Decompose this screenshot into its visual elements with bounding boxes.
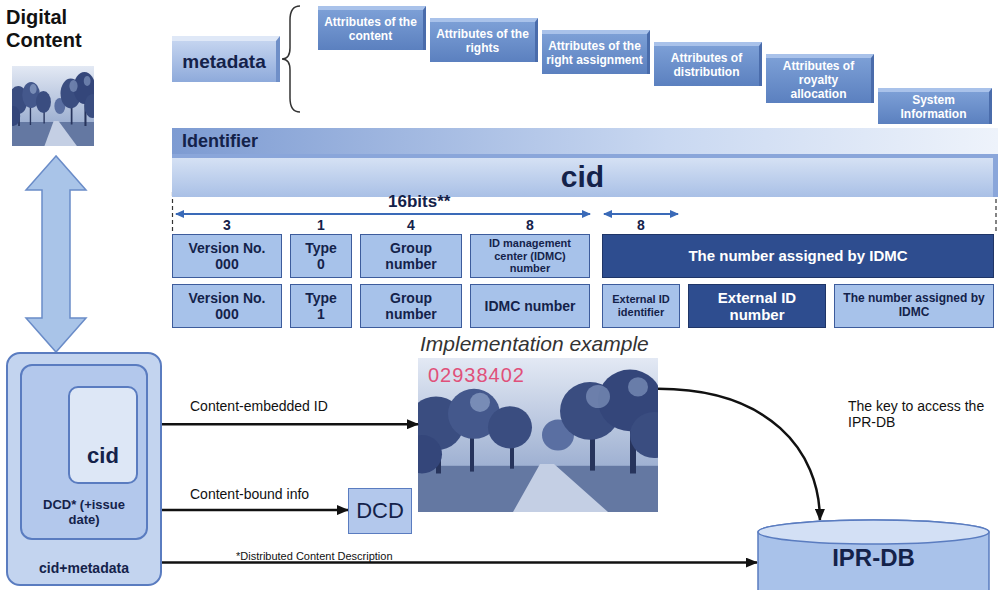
cid-box: cid <box>68 386 138 484</box>
node-text: 02938402 <box>428 364 525 387</box>
bit-span-arrow <box>604 213 678 215</box>
content-thumbnail <box>7 66 101 146</box>
double-block-arrow <box>26 156 86 352</box>
node-text: External ID identifier <box>607 293 675 318</box>
node-text: cid <box>87 443 119 468</box>
field-box: Type1 <box>290 284 352 328</box>
bit-count: 16bits** <box>388 192 488 212</box>
database-cylinder: IPR-DB <box>757 520 990 590</box>
identifier-band: Identifier <box>172 128 998 154</box>
node-text: Version No. <box>188 240 265 256</box>
attribute-box: Attributes of the content <box>318 6 426 50</box>
node-text: 0 <box>317 256 325 272</box>
node-text: Type <box>305 290 337 306</box>
node-text: IPR-DB <box>832 544 915 572</box>
attribute-box: Attributes of distribution <box>654 42 762 86</box>
note-label: *Distributed Content Description <box>236 550 446 563</box>
node-text: 000 <box>215 306 238 322</box>
field-box: Group number <box>360 284 462 328</box>
dcd-box: DCD <box>348 488 412 534</box>
field-box: Group number <box>360 234 462 278</box>
content-node: Digital Content <box>6 6 106 156</box>
node-text: External ID number <box>693 289 821 324</box>
node-text: System Information <box>882 94 985 122</box>
node-text: metadata <box>182 51 265 73</box>
bit-width-number: 3 <box>217 217 237 233</box>
node-text: Attributes of the right assignment <box>546 40 643 68</box>
field-box: External ID number <box>688 284 826 328</box>
field-box: IDMC number <box>470 284 590 328</box>
bit-width-number: 8 <box>631 217 651 233</box>
bit-span-arrow <box>176 213 590 215</box>
connector-arrow <box>148 509 348 512</box>
node-text: ID management center (IDMC) number <box>475 237 585 275</box>
node-text: The number assigned by IDMC <box>688 247 907 264</box>
node-text: Attributes of distribution <box>658 52 755 80</box>
metadata-bar: metadata <box>172 36 280 82</box>
edge-label: Content-bound info <box>190 486 309 502</box>
dashed-guide <box>995 192 996 234</box>
container-box: cid+metadata DCD* (+issue date) cid <box>6 352 162 586</box>
bit-width-number: 8 <box>520 217 540 233</box>
field-box: Version No.000 <box>172 284 282 328</box>
node-text: Attributes of the rights <box>434 28 531 56</box>
node-text: 000 <box>215 256 238 272</box>
node-text: Group number <box>365 290 457 322</box>
field-box: External ID identifier <box>602 284 680 328</box>
node-text: Group number <box>365 240 457 272</box>
node-text: Attributes of the content <box>322 16 419 44</box>
node-text: DCD <box>356 498 404 523</box>
connector-arrow <box>658 389 820 520</box>
field-box: Version No.000 <box>172 234 282 278</box>
node-text: DCD* (+issue date) <box>36 498 132 528</box>
content-image: 02938402 <box>418 358 658 512</box>
node-text: IDMC number <box>485 298 576 314</box>
node-text: Digital Content <box>6 6 106 52</box>
attribute-box: Attributes of the rights <box>430 18 538 62</box>
field-box: The number assigned by IDMC <box>602 234 994 278</box>
connector-arrow <box>138 423 418 426</box>
node-text: cid+metadata <box>39 560 129 576</box>
node-text: 1 <box>317 306 325 322</box>
cid-bar: cid <box>172 154 998 197</box>
content-photo <box>402 358 678 512</box>
node-text: Type <box>305 240 337 256</box>
attribute-box: Attributes of the right assignment <box>542 30 650 74</box>
container-box: DCD* (+issue date) cid <box>20 364 148 540</box>
node-text: The number assigned by IDMC <box>839 292 989 320</box>
note-label: Implementation example <box>420 332 690 356</box>
attribute-box: Attributes of royalty allocation <box>766 54 874 103</box>
node-text: cid <box>561 160 604 195</box>
cylinder-body <box>758 520 989 590</box>
edge-label: Content-embedded ID <box>190 398 328 414</box>
attribute-box: System Information <box>878 88 992 124</box>
field-box: Type0 <box>290 234 352 278</box>
node-text: Version No. <box>188 290 265 306</box>
cylinder-top <box>758 520 989 544</box>
dashed-guide <box>172 192 173 234</box>
node-text: Identifier <box>182 131 258 152</box>
bit-width-number: 1 <box>311 217 331 233</box>
edge-label: The key to access the IPR-DB <box>848 398 988 430</box>
brace <box>282 6 300 112</box>
field-box: ID management center (IDMC) number <box>470 234 590 278</box>
bit-width-number: 4 <box>401 217 421 233</box>
node-text: Attributes of royalty allocation <box>770 60 867 101</box>
field-box: The number assigned by IDMC <box>834 284 994 328</box>
